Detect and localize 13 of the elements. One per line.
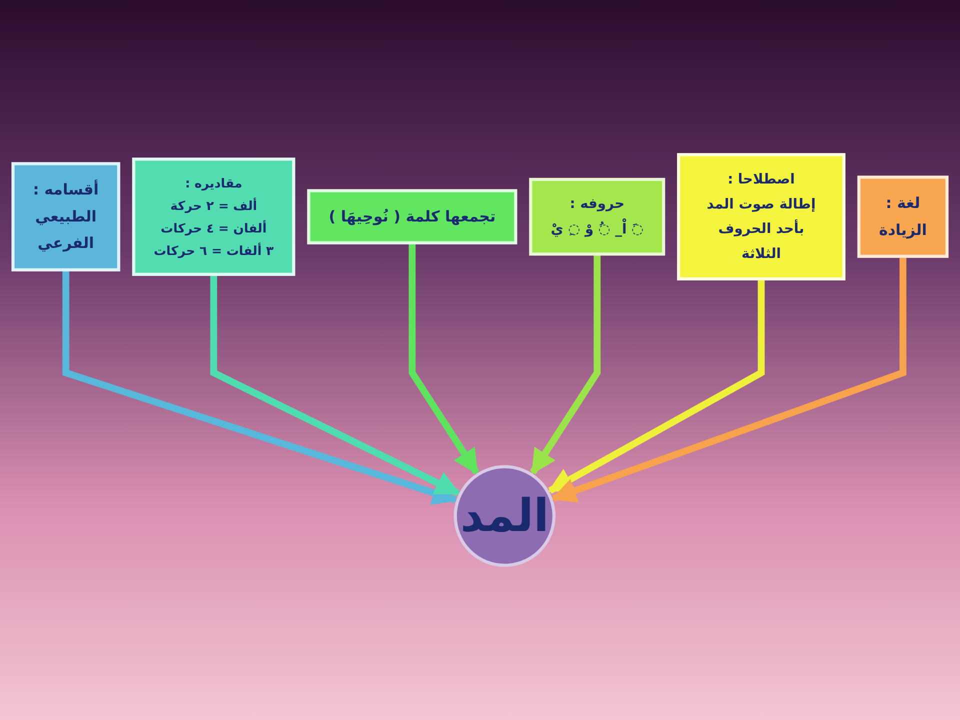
- node-box: اصطلاحا : إطالة صوت المد بأحد الحروف الثلاثة: [677, 153, 846, 280]
- node-box: أقسامه : الطبيعي الفرعي: [11, 162, 120, 272]
- arrow: [530, 254, 601, 475]
- arrow: [548, 278, 765, 494]
- node-circle: المد: [454, 465, 556, 567]
- node-box: لغة : الزيادة: [857, 176, 949, 258]
- node-box: حروفه : ◌َ اْ_ ◌ُ وْ ◌ِ يْ: [529, 178, 666, 256]
- node-box: مقاديره : ألف = ٢ حركة ألفان = ٤ حركات ٣ ألفات = ٦ حركات: [132, 158, 296, 276]
- arrow: [210, 274, 460, 496]
- node-box: تجمعها كلمة ( نُوحِيهَا ): [307, 189, 518, 244]
- arrow: [551, 256, 906, 503]
- arrow: [62, 270, 458, 505]
- arrow: [408, 242, 480, 475]
